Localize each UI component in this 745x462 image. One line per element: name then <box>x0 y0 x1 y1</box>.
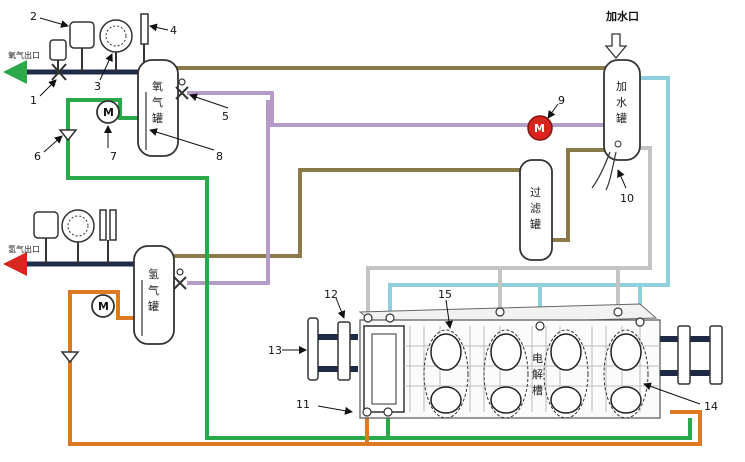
h2-tank-char-3: 罐 <box>148 300 159 313</box>
h2-valve-knob <box>176 268 184 276</box>
pressure-switch-2 <box>49 39 67 61</box>
callout-12: 12 <box>324 288 338 301</box>
pressure-gauge-3-inner <box>105 25 127 47</box>
water-tank-char-2: 水 <box>616 96 627 109</box>
lightblue-pipe <box>388 76 670 322</box>
electrolyzer-char-1: 电 <box>532 352 543 365</box>
water-tank-char-1: 加 <box>616 80 627 93</box>
leader-14 <box>643 382 701 405</box>
frame-11-inner <box>371 333 397 405</box>
o2-tank <box>137 59 179 157</box>
electrolyzer-cell-outlines <box>423 329 649 419</box>
filter-char-1: 过 <box>530 186 541 199</box>
filter-tank <box>519 159 553 261</box>
electrolyzer-char-2: 解 <box>532 367 543 381</box>
pump-7-symbol: M <box>103 106 114 119</box>
water-tank-char-3: 罐 <box>616 112 627 125</box>
end-plate-left-rod <box>307 317 319 381</box>
valve-5[interactable] <box>175 86 189 100</box>
h2-tank <box>133 245 175 345</box>
leader-10 <box>617 169 627 189</box>
water-inlet-label: 加水口 <box>605 9 639 23</box>
olive-pipe-filter <box>165 168 522 258</box>
callout-8: 8 <box>216 150 223 163</box>
h2-pressure-gauge-inner <box>67 215 89 237</box>
olive-pipe-filter-out <box>548 148 612 242</box>
leader-9 <box>547 103 559 119</box>
level-switch-10 <box>591 151 617 191</box>
check-valve-6 <box>58 129 78 142</box>
h2-sensor-a <box>99 209 107 241</box>
h2-pump[interactable] <box>91 294 115 318</box>
pump-9-symbol: M <box>534 122 545 135</box>
callout-5: 5 <box>222 110 229 123</box>
sensor-4 <box>140 13 149 45</box>
sensor-box-2 <box>69 21 95 49</box>
leader-12 <box>335 297 346 319</box>
leader-3 <box>99 53 113 81</box>
nut-right-a <box>677 325 691 385</box>
h2-check-valve <box>60 351 80 364</box>
electrolyzer-cells <box>430 333 642 414</box>
leader-8 <box>149 128 215 151</box>
top-ports <box>363 307 645 331</box>
callout-14: 14 <box>704 400 718 413</box>
h2-tank-char-2: 气 <box>148 283 159 297</box>
filter-char-2: 滤 <box>530 202 541 215</box>
pressure-gauge-3 <box>99 19 133 53</box>
leader-6 <box>43 135 63 153</box>
h2-sensor-box <box>33 211 59 239</box>
purple-pipe-bottom <box>187 100 270 285</box>
callout-4: 4 <box>170 24 177 37</box>
callout-7: 7 <box>110 150 117 163</box>
leader-11 <box>317 405 353 415</box>
h2-valve[interactable] <box>173 276 187 290</box>
water-inlet-arrow <box>604 33 628 60</box>
valve-5-knob <box>178 78 186 86</box>
orange-pipe <box>68 290 702 446</box>
h2-tank-char-1: 氢 <box>148 267 159 281</box>
o2-tank-char-2: 气 <box>152 95 163 109</box>
callout-13: 13 <box>268 344 282 357</box>
leader-1 <box>39 79 57 97</box>
o2-tank-char-3: 罐 <box>152 112 163 125</box>
electrolyzer-char-3: 槽 <box>532 384 543 397</box>
callout-11: 11 <box>296 398 310 411</box>
grey-pipe <box>366 146 652 322</box>
h2-outlet-label: 氢气出口 <box>8 244 40 254</box>
callout-15: 15 <box>438 288 452 301</box>
pump-9[interactable] <box>527 115 553 141</box>
leader-4 <box>149 23 169 32</box>
callout-3: 3 <box>94 80 101 93</box>
h2-pump-symbol: M <box>98 300 109 313</box>
callout-6: 6 <box>34 150 41 163</box>
nut-right-b <box>709 325 723 385</box>
level-switch-10-float <box>614 140 622 148</box>
callout-1: 1 <box>30 94 37 107</box>
leader-2 <box>39 17 69 28</box>
purple-pipe-top <box>187 91 610 127</box>
leader-15 <box>445 299 453 329</box>
bottom-ports <box>362 407 393 417</box>
green-pipe <box>66 98 692 440</box>
leader-5 <box>189 93 229 109</box>
nut-12 <box>337 321 351 381</box>
o2-tank-char-1: 氧 <box>152 79 163 93</box>
callout-10: 10 <box>620 192 634 205</box>
h2-sensor-b <box>109 209 117 241</box>
filter-char-3: 罐 <box>530 218 541 231</box>
callout-9: 9 <box>558 94 565 107</box>
o2-outlet-label: 氧气出口 <box>8 50 40 60</box>
callout-2: 2 <box>30 10 37 23</box>
h2-pressure-gauge <box>61 209 95 243</box>
pump-7[interactable] <box>96 100 120 124</box>
water-tank <box>603 59 641 161</box>
